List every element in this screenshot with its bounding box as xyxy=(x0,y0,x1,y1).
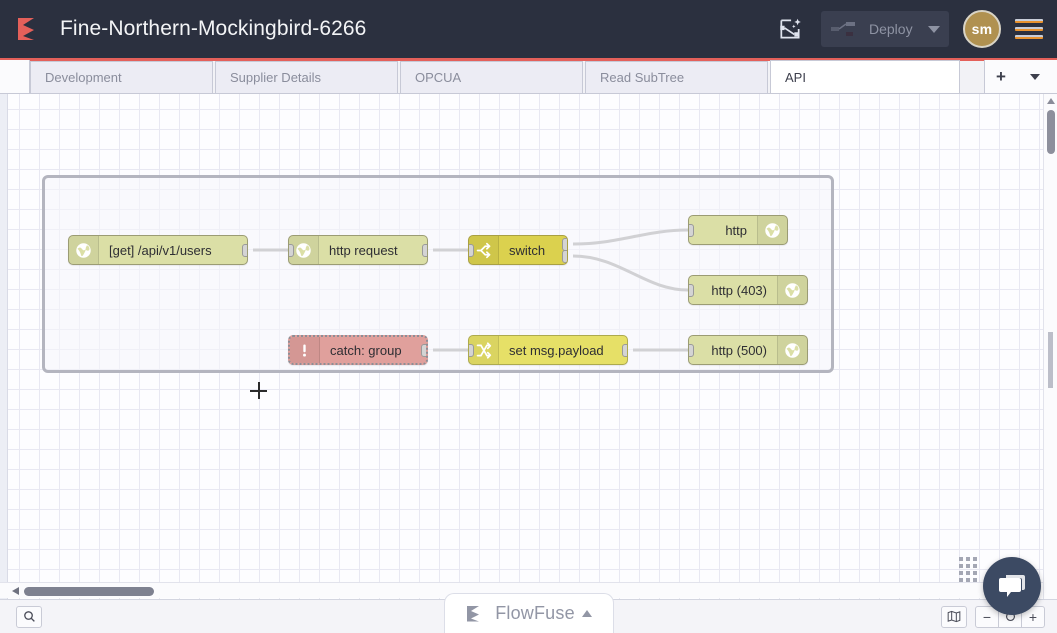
scroll-left-arrow-icon[interactable] xyxy=(12,587,19,595)
node-label: set msg.payload xyxy=(509,342,604,358)
node-output-port[interactable] xyxy=(421,344,426,357)
node-output-port[interactable] xyxy=(622,344,627,357)
chat-bubble-icon[interactable] xyxy=(983,557,1041,615)
globe-icon xyxy=(777,276,807,304)
brand: Fine-Northern-Mockingbird-6266 xyxy=(0,16,366,42)
node-label: [get] /api/v1/users xyxy=(109,242,212,258)
flow-canvas[interactable]: [get] /api/v1/users http request switch xyxy=(0,94,1057,599)
globe-icon xyxy=(69,236,99,264)
node-input-port[interactable] xyxy=(469,344,474,357)
globe-icon xyxy=(757,216,787,244)
deploy-label: Deploy xyxy=(869,21,913,37)
ai-flow-assistant-icon[interactable] xyxy=(773,12,807,46)
node-output-port[interactable] xyxy=(242,244,247,257)
node-http-response-403[interactable]: http (403) xyxy=(688,275,808,305)
flowfuse-logo-icon xyxy=(466,605,488,623)
add-flow-button[interactable]: + xyxy=(996,66,1006,86)
flow-tab-bar: Development Supplier Details OPCUA Read … xyxy=(0,60,1057,94)
hamburger-menu-icon[interactable] xyxy=(1015,16,1043,42)
flowfuse-logo-icon xyxy=(16,16,46,42)
node-input-port[interactable] xyxy=(469,244,474,257)
search-icon[interactable] xyxy=(16,605,42,628)
navigator-map-icon[interactable] xyxy=(941,605,967,628)
node-input-port[interactable] xyxy=(289,244,294,257)
node-label: switch xyxy=(509,242,546,258)
node-output-port[interactable] xyxy=(422,244,427,257)
globe-icon xyxy=(289,236,319,264)
app-header: Fine-Northern-Mockingbird-6266 xyxy=(0,0,1057,61)
node-catch[interactable]: catch: group xyxy=(288,335,428,365)
change-icon xyxy=(469,336,499,364)
node-input-port[interactable] xyxy=(689,224,694,237)
node-change[interactable]: set msg.payload xyxy=(468,335,628,365)
scroll-up-arrow-icon[interactable] xyxy=(1047,98,1055,104)
chevron-down-icon[interactable] xyxy=(1019,60,1051,93)
drag-handle-dots-icon[interactable] xyxy=(959,557,977,591)
node-input-port[interactable] xyxy=(689,344,694,357)
deploy-dropdown-toggle[interactable] xyxy=(923,25,945,33)
chevron-up-icon xyxy=(581,610,592,617)
vertical-scroll-marker xyxy=(1048,332,1053,388)
tab-opcua[interactable]: OPCUA xyxy=(400,61,583,93)
flowfuse-panel-toggle[interactable]: FlowFuse xyxy=(444,593,614,633)
canvas-vertical-scrollbar[interactable] xyxy=(1043,94,1057,599)
horizontal-scroll-thumb[interactable] xyxy=(24,587,154,596)
tab-bar-scroll-left[interactable] xyxy=(0,60,30,93)
globe-icon xyxy=(777,336,807,364)
tab-api[interactable]: API xyxy=(770,60,960,93)
node-http-in[interactable]: [get] /api/v1/users xyxy=(68,235,248,265)
node-label: catch: group xyxy=(330,342,402,358)
node-http-response-200[interactable]: http xyxy=(688,215,788,245)
vertical-scroll-thumb[interactable] xyxy=(1047,110,1055,154)
header-actions: Deploy sm xyxy=(773,10,1057,48)
warning-icon xyxy=(290,337,320,363)
node-output-port-2[interactable] xyxy=(562,250,567,263)
canvas-left-rail xyxy=(0,94,8,599)
node-input-port[interactable] xyxy=(689,284,694,297)
node-switch[interactable]: switch xyxy=(468,235,568,265)
flowfuse-label: FlowFuse xyxy=(495,603,575,623)
canvas-horizontal-scrollbar[interactable] xyxy=(0,582,1043,598)
avatar[interactable]: sm xyxy=(963,10,1001,48)
page-title: Fine-Northern-Mockingbird-6266 xyxy=(60,17,367,40)
tab-development[interactable]: Development xyxy=(30,61,213,93)
tab-read-subtree[interactable]: Read SubTree xyxy=(585,61,768,93)
chevron-down-icon xyxy=(927,25,940,33)
node-http-response-500[interactable]: http (500) xyxy=(688,335,808,365)
switch-icon xyxy=(469,236,499,264)
node-label: http (500) xyxy=(711,342,767,358)
deploy-nodes-icon xyxy=(829,20,859,38)
crosshair-cursor xyxy=(250,382,267,399)
node-label: http xyxy=(725,222,747,238)
node-label: http request xyxy=(329,242,398,258)
deploy-button[interactable]: Deploy xyxy=(821,11,949,47)
tab-bar-actions: + xyxy=(984,60,1057,93)
node-label: http (403) xyxy=(711,282,767,298)
node-http-request[interactable]: http request xyxy=(288,235,428,265)
tab-supplier-details[interactable]: Supplier Details xyxy=(215,61,398,93)
